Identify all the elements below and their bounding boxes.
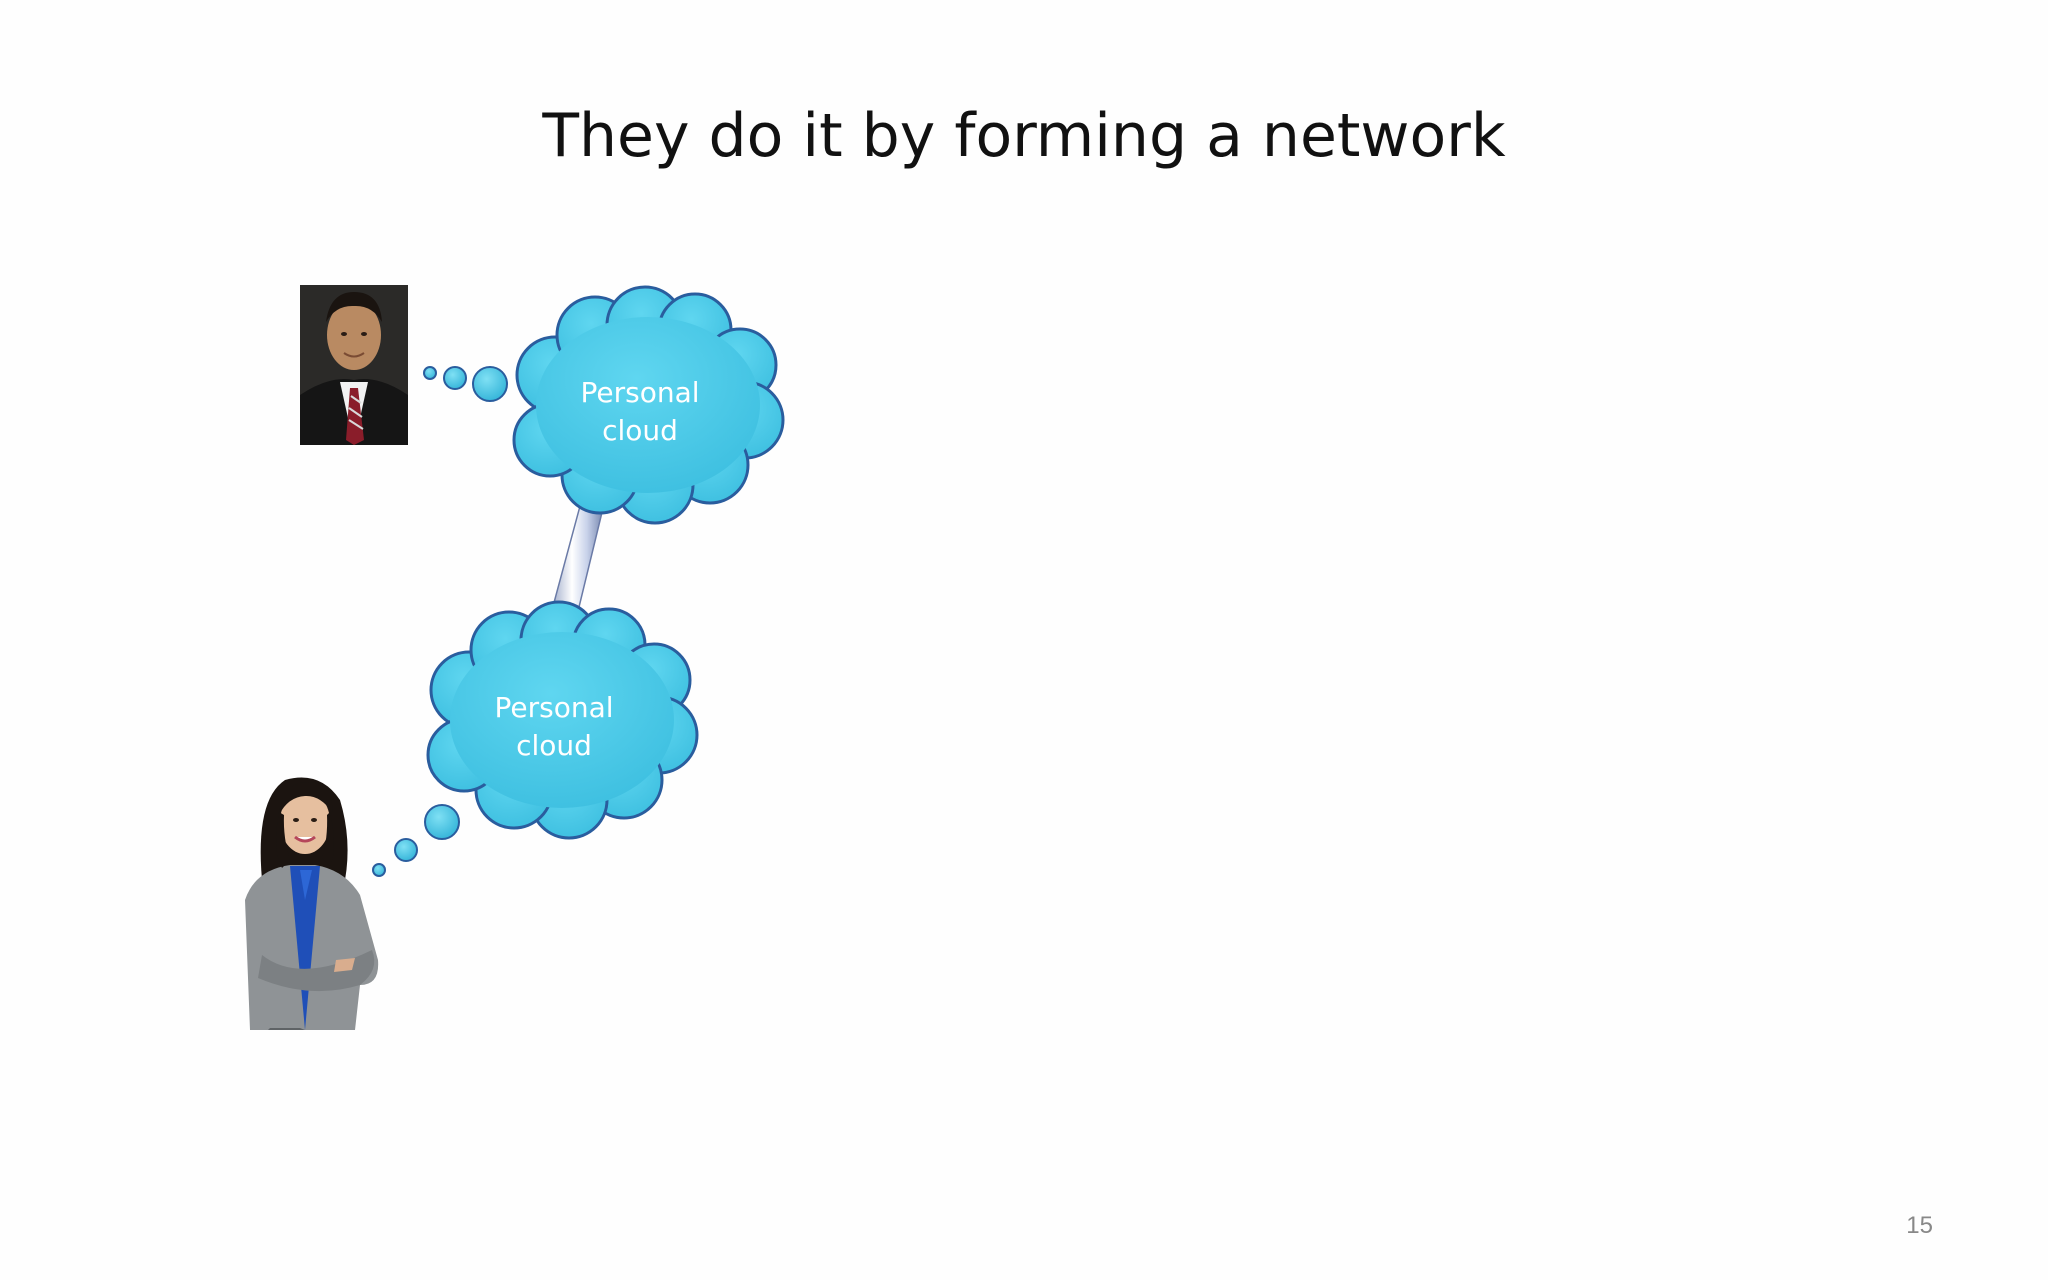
- cloud-bottom-label-line2: cloud: [516, 729, 592, 762]
- page-number: 15: [1906, 1212, 1933, 1239]
- personal-cloud-top: Personal cloud: [512, 285, 785, 525]
- cloud-top-label-line1: Personal: [580, 376, 699, 409]
- woman-portrait-icon: [245, 777, 379, 1030]
- cloud-bottom-label-line1: Personal: [494, 691, 613, 724]
- thought-bubbles-bottom: [372, 804, 460, 877]
- slide-title: They do it by forming a network: [542, 101, 1506, 171]
- man-portrait-icon: [300, 285, 408, 445]
- thought-bubbles-top: [423, 366, 508, 402]
- personal-cloud-bottom: Personal cloud: [426, 600, 699, 840]
- cloud-top-label-line2: cloud: [602, 414, 678, 447]
